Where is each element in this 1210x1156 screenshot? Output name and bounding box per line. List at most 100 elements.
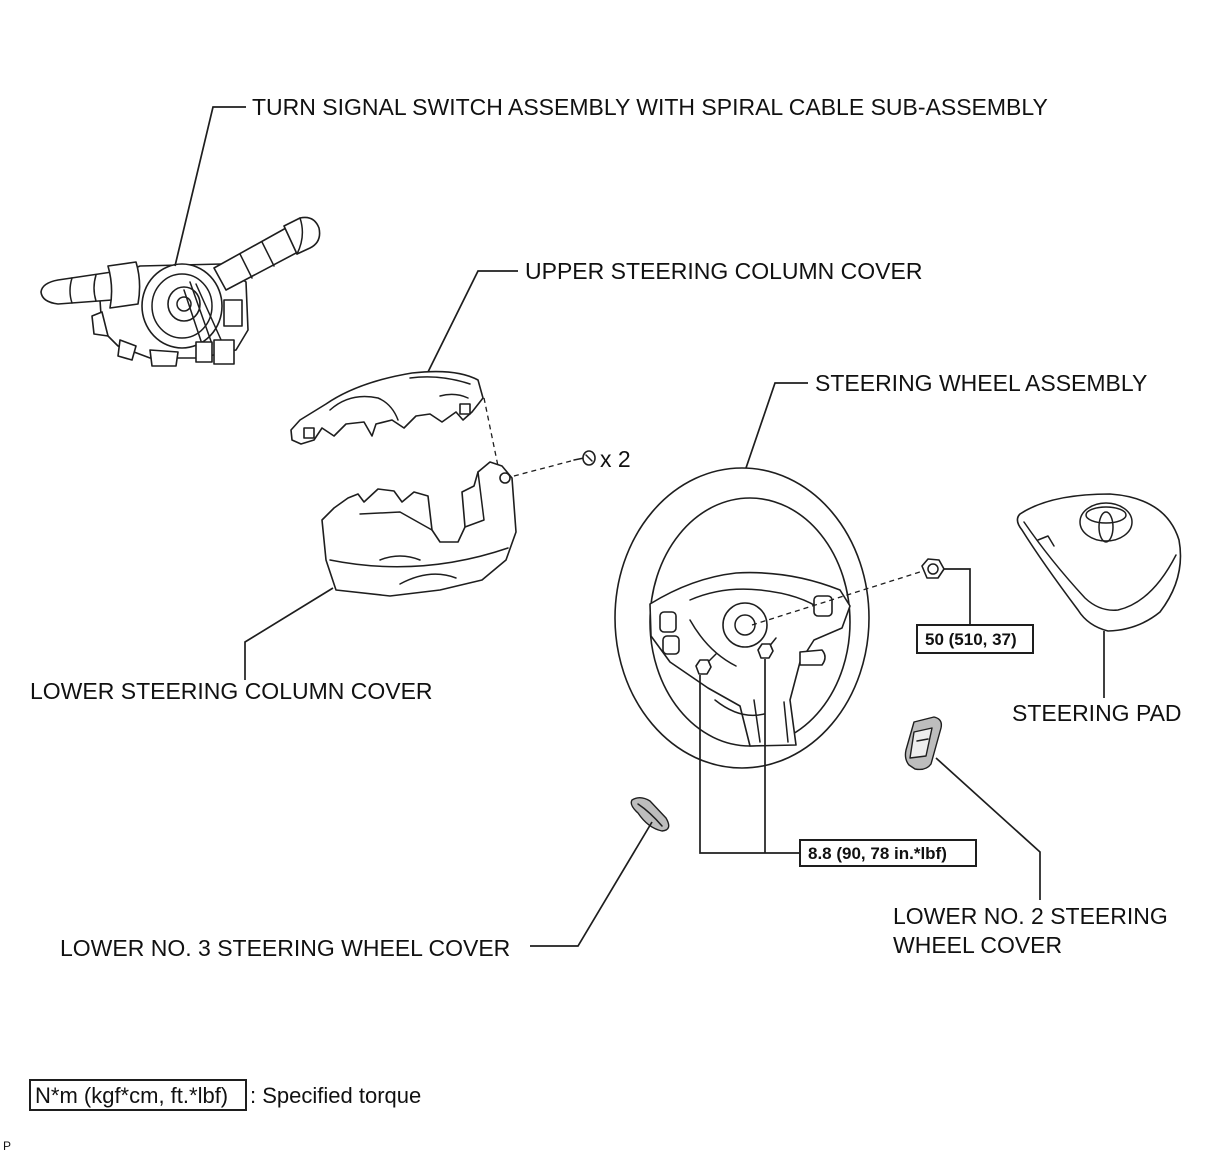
- upper-cover-shell: [290, 370, 484, 445]
- wheel-boss: [722, 602, 768, 648]
- legend-unit-box: [29, 1079, 247, 1111]
- corner-mark: P: [3, 1139, 11, 1153]
- lower-cover-inner-edge: [359, 511, 433, 531]
- nut-body: [921, 558, 945, 579]
- lower-no3-cover-label: LOWER NO. 3 STEERING WHEEL COVER: [60, 935, 510, 961]
- spiral-cable-ring: [151, 273, 213, 339]
- lower-no2-cover-detail: [916, 738, 929, 742]
- nut-dashed-line: [751, 571, 921, 626]
- lower-no2-cover-drawing: [904, 716, 943, 771]
- wheel-left-switch-lower: [662, 635, 680, 655]
- steering-wheel-drawing: [614, 467, 870, 769]
- nut-torque-value: 50 (510, 37): [925, 630, 1017, 649]
- steering-pad-label: STEERING PAD: [1012, 700, 1182, 726]
- lower-column-cover-leader: [244, 587, 334, 680]
- bolt-left: [695, 653, 717, 675]
- legend-description: : Specified torque: [250, 1083, 421, 1108]
- switch-wire-2: [195, 283, 223, 343]
- turn-signal-switch-label: TURN SIGNAL SWITCH ASSEMBLY WITH SPIRAL …: [252, 94, 1048, 120]
- lower-cover-front-curve: [329, 547, 509, 568]
- nut-leader: [944, 568, 971, 625]
- switch-bracket-bottom: [117, 339, 137, 361]
- nut-icon: [921, 558, 945, 579]
- legend-unit-text: N*m (kgf*cm, ft.*lbf): [35, 1083, 228, 1108]
- screw-icon: [573, 450, 596, 466]
- upper-cover-hump: [329, 395, 399, 421]
- lower-no2-cover-label-line2: WHEEL COVER: [893, 932, 1062, 958]
- lower-no2-cover-face: [909, 727, 933, 759]
- steering-pad-body: [1016, 493, 1182, 632]
- switch-connector-2: [213, 339, 235, 365]
- lower-cover-dip: [379, 555, 421, 561]
- lower-no3-cover-drawing: [630, 797, 670, 832]
- bolt-left-head: [695, 659, 712, 675]
- upper-to-lower-cover-dashed-line: [483, 397, 499, 467]
- steering-wheel-label: STEERING WHEEL ASSEMBLY: [815, 370, 1147, 396]
- left-lever-stalk: [40, 271, 113, 305]
- bolt-left-leader: [699, 675, 800, 854]
- wheel-hub-lower-contour: [714, 699, 765, 717]
- left-lever-ring-2: [93, 274, 97, 302]
- upper-column-cover-leader: [427, 270, 518, 373]
- right-lever-tip-edge: [296, 217, 304, 255]
- nut-torque-box: [916, 624, 1034, 654]
- screw-count-label: x 2: [600, 446, 631, 472]
- wheel-boss-center: [734, 614, 756, 636]
- right-lever-ring-2: [261, 241, 275, 267]
- left-lever-ring-1: [69, 277, 73, 304]
- lower-cover-ridge: [399, 573, 457, 585]
- steering-pad-tab: [1037, 535, 1055, 547]
- turn-signal-switch-drawing: [40, 216, 321, 367]
- lower-column-cover-label: LOWER STEERING COLUMN COVER: [30, 678, 433, 704]
- wheel-hub-upper-contour: [689, 588, 823, 611]
- wheel-hub-spokes: [649, 571, 851, 747]
- upper-cover-ridge: [409, 376, 471, 385]
- upper-cover-tab-left: [303, 427, 315, 439]
- upper-column-cover-label: UPPER STEERING COLUMN COVER: [525, 258, 922, 284]
- steering-pad-drawing: [1016, 493, 1182, 632]
- logo-horizontal-ellipse: [1085, 506, 1127, 524]
- lower-column-cover-drawing: [321, 461, 517, 597]
- wheel-left-switch-upper: [659, 611, 677, 633]
- nut-hole: [927, 563, 939, 575]
- bolt-torque-value: 8.8 (90, 78 in.*lbf): [808, 844, 947, 863]
- screw-dashed-line: [509, 460, 572, 478]
- upper-column-cover-drawing: [290, 370, 484, 445]
- turn-signal-switch-leader: [174, 106, 246, 267]
- screw-slot: [585, 454, 593, 462]
- lower-no3-cover-leader: [530, 821, 653, 947]
- wheel-hub-left-contour: [689, 619, 737, 667]
- bolt-torque-box: [799, 839, 977, 867]
- switch-connector-1: [195, 341, 213, 363]
- wheel-bottom-spoke-line-1: [753, 699, 761, 743]
- bolt-right: [757, 637, 777, 659]
- lower-no3-cover-edge: [637, 803, 663, 827]
- steering-wheel-leader: [745, 382, 808, 469]
- spiral-cable-hub: [176, 296, 192, 312]
- logo-outer-ellipse: [1079, 502, 1133, 542]
- switch-bracket-lower: [149, 349, 179, 367]
- wheel-right-knob: [799, 649, 826, 666]
- switch-bracket-left: [91, 311, 109, 337]
- torque-legend: N*m (kgf*cm, ft.*lbf) : Specified torque: [29, 1079, 421, 1111]
- wheel-right-switch-upper: [813, 595, 833, 617]
- switch-connector-3: [223, 299, 243, 327]
- logo-vertical-ellipse: [1098, 511, 1114, 543]
- lower-cover-side-edge: [464, 471, 485, 528]
- right-lever-stalk: [213, 227, 299, 291]
- steering-pad-face-edge: [1023, 521, 1177, 611]
- left-lever-collar: [107, 261, 141, 309]
- switch-wire-3: [183, 289, 203, 345]
- lower-no2-cover-label-line1: LOWER NO. 2 STEERING: [893, 903, 1168, 929]
- right-lever-ring-1: [239, 253, 253, 279]
- upper-cover-tab-right: [459, 403, 471, 415]
- upper-cover-edge: [439, 393, 469, 399]
- lower-no2-cover-leader: [935, 757, 1041, 900]
- lower-cover-shell: [321, 461, 517, 597]
- switch-wire-1: [189, 281, 213, 345]
- bolt-right-head: [757, 643, 774, 659]
- lower-cover-screw-hole: [499, 472, 511, 484]
- toyota-logo-icon: [1079, 502, 1133, 543]
- wheel-bottom-spoke-line-2: [783, 701, 789, 743]
